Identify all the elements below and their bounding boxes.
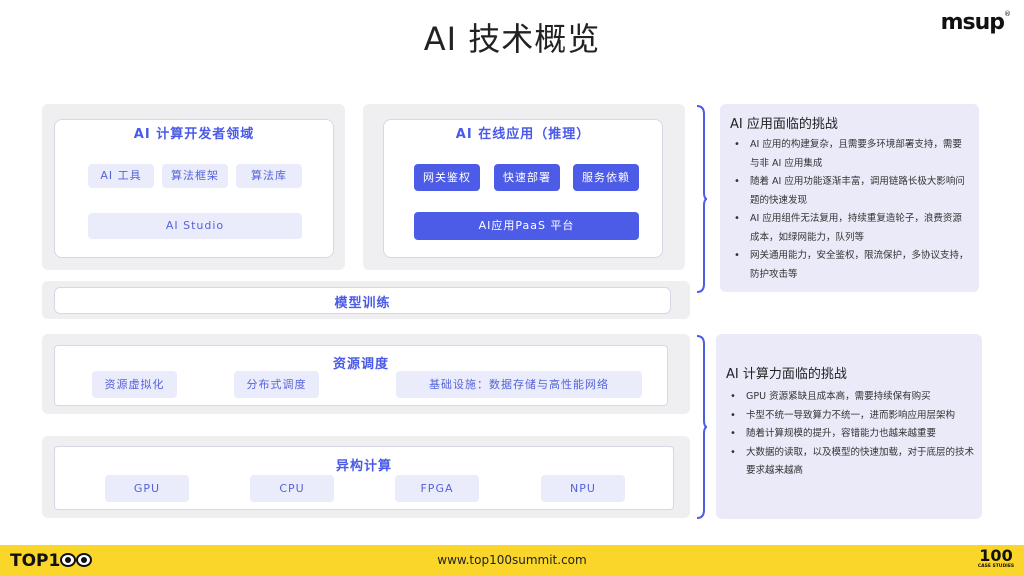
training-title: 模型训练: [334, 296, 391, 311]
compute-challenges-list: GPU 资源紧缺且成本高，需要持续保有购买 卡型不统一导致算力不统一，进而影响应…: [724, 388, 974, 481]
app-challenges-list: AI 应用的构建复杂，且需要多环境部署支持，需要与非 AI 应用集成 随着 AI…: [728, 136, 971, 284]
tool-chip-library: 算法库: [236, 164, 302, 188]
app-challenge-item: 随着 AI 应用功能逐渐丰富，调用链路长极大影响问题的快速发现: [728, 173, 971, 210]
gpu-chip: GPU: [105, 475, 189, 502]
top100-logo: TOP1: [10, 551, 93, 571]
eyes-icon: [60, 553, 93, 567]
logo-text: msup: [940, 10, 1005, 35]
fast-deploy-chip: 快速部署: [494, 164, 560, 191]
app-challenges-panel: AI 应用面临的挑战 AI 应用的构建复杂，且需要多环境部署支持，需要与非 AI…: [720, 104, 979, 292]
app-bracket: [696, 105, 708, 293]
compute-challenge-item: 大数据的读取，以及模型的快速加载，对于底层的技术要求越来越高: [724, 444, 974, 481]
compute-bracket: [696, 335, 708, 519]
training-bar: [54, 287, 671, 314]
fpga-chip: FPGA: [395, 475, 479, 502]
compute-challenges-title: AI 计算力面临的挑战: [726, 367, 847, 382]
hetero-title: 异构计算: [335, 459, 392, 474]
virtualization-chip: 资源虚拟化: [92, 371, 177, 398]
dev-title: AI 计算开发者领域: [133, 127, 255, 142]
compute-challenge-item: 随着计算规模的提升，容错能力也越来越重要: [724, 425, 974, 444]
registered-mark: ®: [1004, 10, 1011, 18]
app-challenges-title: AI 应用面临的挑战: [730, 117, 838, 132]
tool-chip-ai: AI 工具: [88, 164, 154, 188]
msup-logo: msup®: [940, 10, 1011, 35]
footer-url[interactable]: www.top100summit.com: [437, 553, 587, 567]
top100-logo-text: TOP1: [10, 551, 61, 571]
page-title: AI 技术概览: [423, 20, 601, 58]
service-deps-chip: 服务依赖: [573, 164, 639, 191]
compute-challenges-panel: AI 计算力面临的挑战 GPU 资源紧缺且成本高，需要持续保有购买 卡型不统一导…: [716, 334, 982, 519]
cpu-chip: CPU: [250, 475, 334, 502]
app-challenge-item: 网关通用能力，安全鉴权，限流保护，多协议支持，防护攻击等: [728, 247, 971, 284]
app-challenge-item: AI 应用的构建复杂，且需要多环境部署支持，需要与非 AI 应用集成: [728, 136, 971, 173]
app-challenge-item: AI 应用组件无法复用，持续重复造轮子，浪费资源成本，如绿网能力，队列等: [728, 210, 971, 247]
case-studies-logo: 100 CASE STUDIES: [976, 548, 1016, 570]
scheduling-title: 资源调度: [332, 357, 389, 372]
ai-studio-chip: AI Studio: [88, 213, 302, 239]
tool-chip-framework: 算法框架: [162, 164, 228, 188]
gateway-auth-chip: 网关鉴权: [414, 164, 480, 191]
distributed-scheduling-chip: 分布式调度: [234, 371, 319, 398]
case-studies-number: 100: [979, 546, 1013, 565]
footer-bar: [0, 545, 1024, 576]
compute-challenge-item: 卡型不统一导致算力不统一，进而影响应用层架构: [724, 407, 974, 426]
paas-platform-chip: AI应用PaaS 平台: [414, 212, 639, 240]
online-title: AI 在线应用（推理）: [455, 127, 591, 142]
case-studies-label: CASE STUDIES: [977, 564, 1015, 569]
compute-challenge-item: GPU 资源紧缺且成本高，需要持续保有购买: [724, 388, 974, 407]
npu-chip: NPU: [541, 475, 625, 502]
infrastructure-chip: 基础设施：数据存储与高性能网络: [396, 371, 642, 398]
